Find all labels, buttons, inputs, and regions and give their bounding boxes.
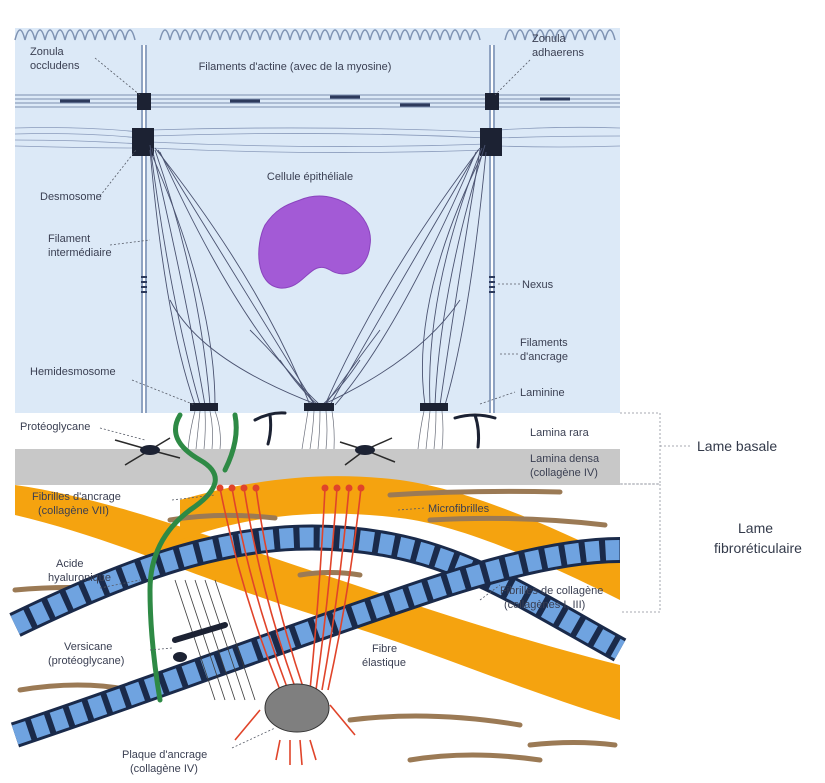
label-zonula-occludens-1: Zonula (30, 46, 65, 58)
label-collagen-fibrils-2: (collagènes I, III) (504, 599, 585, 611)
label-intermediate-filament-1: Filament (48, 233, 90, 245)
label-lamina-rara: Lamina rara (530, 427, 590, 439)
zonula-adhaerens-junction (485, 93, 499, 110)
hemidesmosome-center (304, 403, 334, 411)
label-lamina-densa-1: Lamina densa (530, 453, 600, 465)
label-anchoring-filaments-1: Filaments (520, 337, 568, 349)
label-hyaluronic-acid-2: hyaluronique (48, 572, 111, 584)
label-epithelial-cell: Cellule épithéliale (267, 171, 353, 183)
label-nexus: Nexus (522, 279, 554, 291)
label-hemidesmosome: Hemidesmosome (30, 366, 116, 378)
label-basal-lamina: Lame basale (697, 438, 777, 454)
label-microfibrils: Microfibrilles (428, 503, 490, 515)
label-anchoring-plaque-1: Plaque d'ancrage (122, 749, 207, 761)
label-lamina-densa-2: (collagène IV) (530, 467, 598, 479)
label-versicane-1: Versicane (64, 641, 112, 653)
label-anchoring-filaments-2: d'ancrage (520, 351, 568, 363)
label-anchoring-fibrils-1: Fibrilles d'ancrage (32, 491, 121, 503)
label-elastic-fiber-1: Fibre (372, 643, 397, 655)
label-zonula-adhaerens-2: adhaerens (532, 47, 584, 59)
label-anchoring-fibrils-2: (collagène VII) (38, 505, 109, 517)
label-versicane-2: (protéoglycane) (48, 655, 124, 667)
label-actin-filaments: Filaments d'actine (avec de la myosine) (199, 61, 392, 73)
hemidesmosome-left (190, 403, 218, 411)
label-intermediate-filament-2: intermédiaire (48, 247, 112, 259)
zonula-occludens-junction (137, 93, 151, 110)
label-elastic-fiber-2: élastique (362, 657, 406, 669)
label-laminin: Laminine (520, 387, 565, 399)
label-anchoring-plaque-2: (collagène IV) (130, 763, 198, 775)
hemidesmosome-right (420, 403, 448, 411)
label-hyaluronic-acid-1: Acide (56, 558, 84, 570)
label-collagen-fibrils-1: Fibrilles de collagène (500, 585, 603, 597)
anchoring-plaque (265, 684, 329, 732)
label-zonula-occludens-2: occludens (30, 60, 80, 72)
label-fibroreticular-lamina-1: Lame (738, 520, 773, 536)
label-desmosome: Desmosome (40, 191, 102, 203)
label-proteoglycane: Protéoglycane (20, 421, 90, 433)
label-fibroreticular-lamina-2: fibroréticulaire (714, 540, 802, 556)
label-zonula-adhaerens-1: Zonula (532, 33, 567, 45)
